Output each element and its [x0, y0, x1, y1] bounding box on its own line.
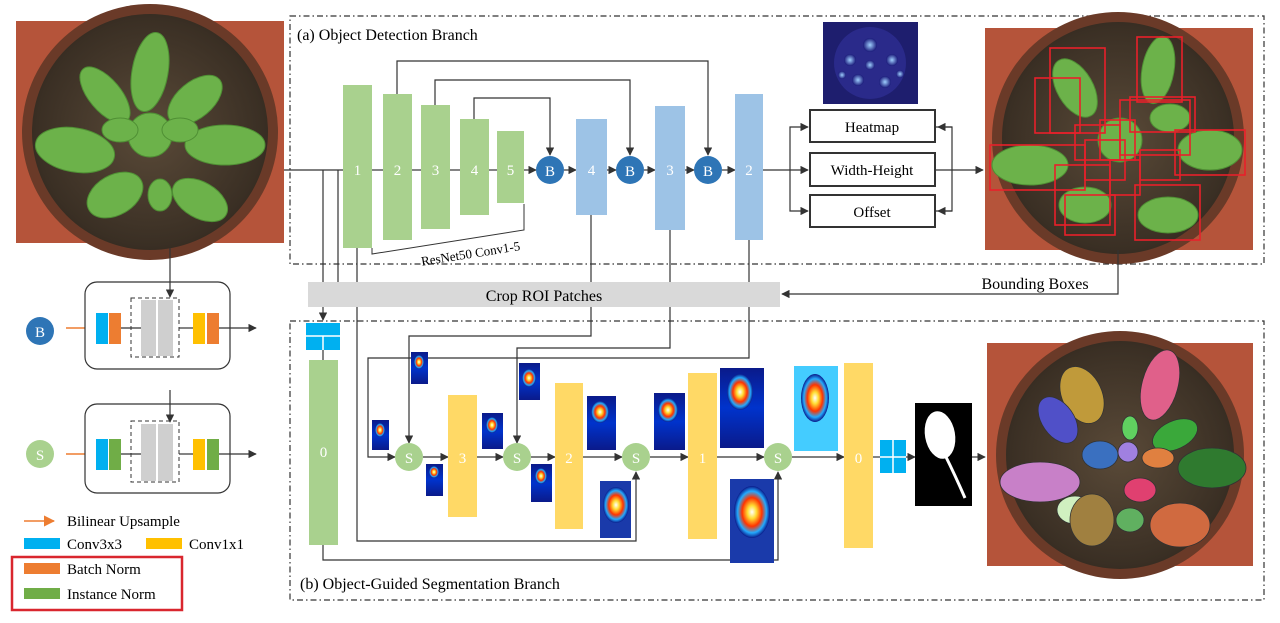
- encoder-label-5: 5: [507, 163, 515, 179]
- merge-b-1: [536, 156, 564, 184]
- legend-instance-norm-swatch: [24, 588, 60, 599]
- module-b: B: [26, 248, 257, 370]
- svg-text:3: 3: [666, 163, 674, 179]
- input-plant-image: [16, 4, 284, 260]
- svg-text:S: S: [513, 451, 521, 467]
- seg-block-2: [555, 383, 583, 529]
- svg-text:2: 2: [745, 163, 753, 179]
- decoder-block-2: [735, 94, 763, 240]
- heatmap-label: Heatmap: [845, 120, 899, 136]
- encoder-block-2: [383, 94, 412, 240]
- encoder: 1 2 3 4 5 ResNet50 Conv1-5: [343, 85, 525, 269]
- segmentation-merges: S S S S: [395, 443, 792, 471]
- svg-text:3: 3: [459, 451, 467, 467]
- width-height-head: [809, 152, 936, 187]
- encoder-label-3: 3: [432, 163, 440, 179]
- crop-roi-bar: [308, 282, 780, 307]
- detection-output-image: [985, 12, 1253, 264]
- heatmap-head: [809, 109, 936, 143]
- merge-b-2: [616, 156, 644, 184]
- legend-conv1: Conv1x1: [189, 537, 244, 553]
- svg-text:0: 0: [320, 445, 328, 461]
- width-height-label: Width-Height: [831, 163, 915, 179]
- encoder-label-2: 2: [394, 163, 402, 179]
- encoder-block-5: [497, 131, 524, 203]
- feature-map-thumbnails: [372, 352, 838, 563]
- encoder-block-1: [343, 85, 372, 248]
- norm-highlight-box: [10, 555, 184, 612]
- seg-input-block-0: [309, 360, 338, 545]
- detection-heads: Heatmap Width-Height Offset: [809, 109, 936, 228]
- svg-text:B: B: [625, 164, 635, 180]
- segmentation-branch-box: [289, 320, 1265, 601]
- svg-text:S: S: [632, 451, 640, 467]
- detection-branch-title: (a) Object Detection Branch: [297, 27, 478, 44]
- legend-upsample: Bilinear Upsample: [67, 514, 180, 530]
- svg-text:S: S: [36, 448, 44, 464]
- legend-batch-norm: Batch Norm: [67, 562, 141, 578]
- seg-block-1: [688, 373, 717, 539]
- encoder-label-4: 4: [471, 163, 479, 179]
- decoder-block-4: [576, 119, 607, 215]
- legend-instance-norm: Instance Norm: [67, 587, 156, 603]
- seg-output-conv-icon: [880, 440, 906, 473]
- encoder-block-4: [460, 119, 489, 215]
- segmentation-branch-title: (b) Object-Guided Segmentation Branch: [300, 576, 560, 593]
- seg-block-3: [448, 395, 477, 517]
- module-s-symbol: [26, 440, 54, 468]
- module-b-symbol: [26, 317, 54, 345]
- svg-text:S: S: [774, 451, 782, 467]
- svg-text:B: B: [35, 325, 45, 341]
- decoder-block-3: [655, 106, 685, 230]
- legend-conv3-swatch: [24, 538, 60, 549]
- detection-branch-box: [289, 15, 1265, 265]
- merge-b-3: [694, 156, 722, 184]
- segmentation-decoder: 3 2 1 0: [448, 363, 873, 548]
- svg-text:B: B: [545, 164, 555, 180]
- svg-text:4: 4: [588, 163, 596, 179]
- svg-text:S: S: [405, 451, 413, 467]
- legend: Bilinear Upsample Conv3x3 Conv1x1 Batch …: [10, 514, 244, 612]
- svg-text:0: 0: [855, 451, 863, 467]
- encoder-block-3: [421, 105, 450, 229]
- seg-block-0: [844, 363, 873, 548]
- heatmap-thumbnail: [823, 22, 918, 104]
- seg-input-conv-icon: [306, 323, 340, 350]
- crop-roi-label: Crop ROI Patches: [486, 288, 602, 305]
- svg-text:1: 1: [699, 451, 707, 467]
- svg-text:B: B: [703, 164, 713, 180]
- decoder: B B B 4 3 2: [536, 94, 763, 240]
- offset-label: Offset: [853, 205, 891, 221]
- legend-conv3: Conv3x3: [67, 537, 122, 553]
- bounding-boxes-label: Bounding Boxes: [981, 276, 1088, 293]
- binary-mask-output: [915, 403, 972, 506]
- module-s: S: [26, 390, 257, 494]
- legend-conv1-swatch: [146, 538, 182, 549]
- segmentation-output-image: [987, 331, 1253, 579]
- legend-batch-norm-swatch: [24, 563, 60, 574]
- svg-text:2: 2: [565, 451, 573, 467]
- offset-head: [809, 194, 936, 228]
- encoder-label-1: 1: [354, 163, 362, 179]
